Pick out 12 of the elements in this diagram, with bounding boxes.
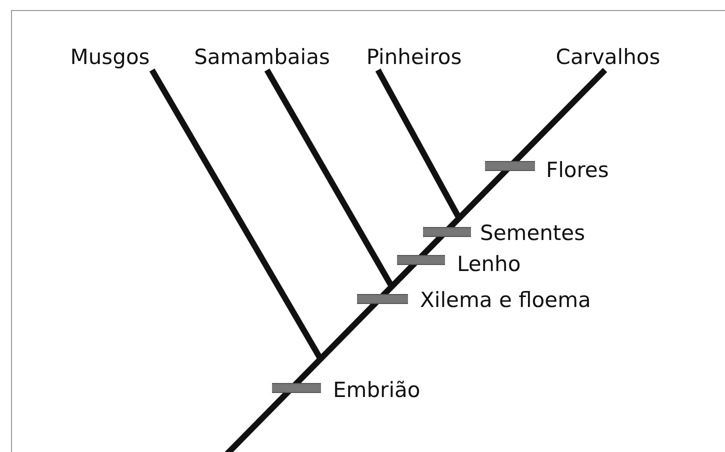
trait-label: Flores bbox=[546, 159, 609, 181]
trait-label: Sementes bbox=[480, 222, 586, 244]
taxon-label: Samambaias bbox=[194, 44, 330, 70]
trait-label: Lenho bbox=[457, 253, 521, 275]
branch-line bbox=[375, 68, 462, 220]
trait-label: Embrião bbox=[333, 379, 420, 401]
branch-line bbox=[264, 68, 395, 288]
taxon-label: Musgos bbox=[70, 44, 150, 70]
taxon-label: Carvalhos bbox=[556, 44, 660, 70]
taxon-label: Pinheiros bbox=[366, 44, 462, 70]
branch-line bbox=[149, 68, 323, 360]
trait-label: Xilema e floema bbox=[420, 289, 591, 311]
